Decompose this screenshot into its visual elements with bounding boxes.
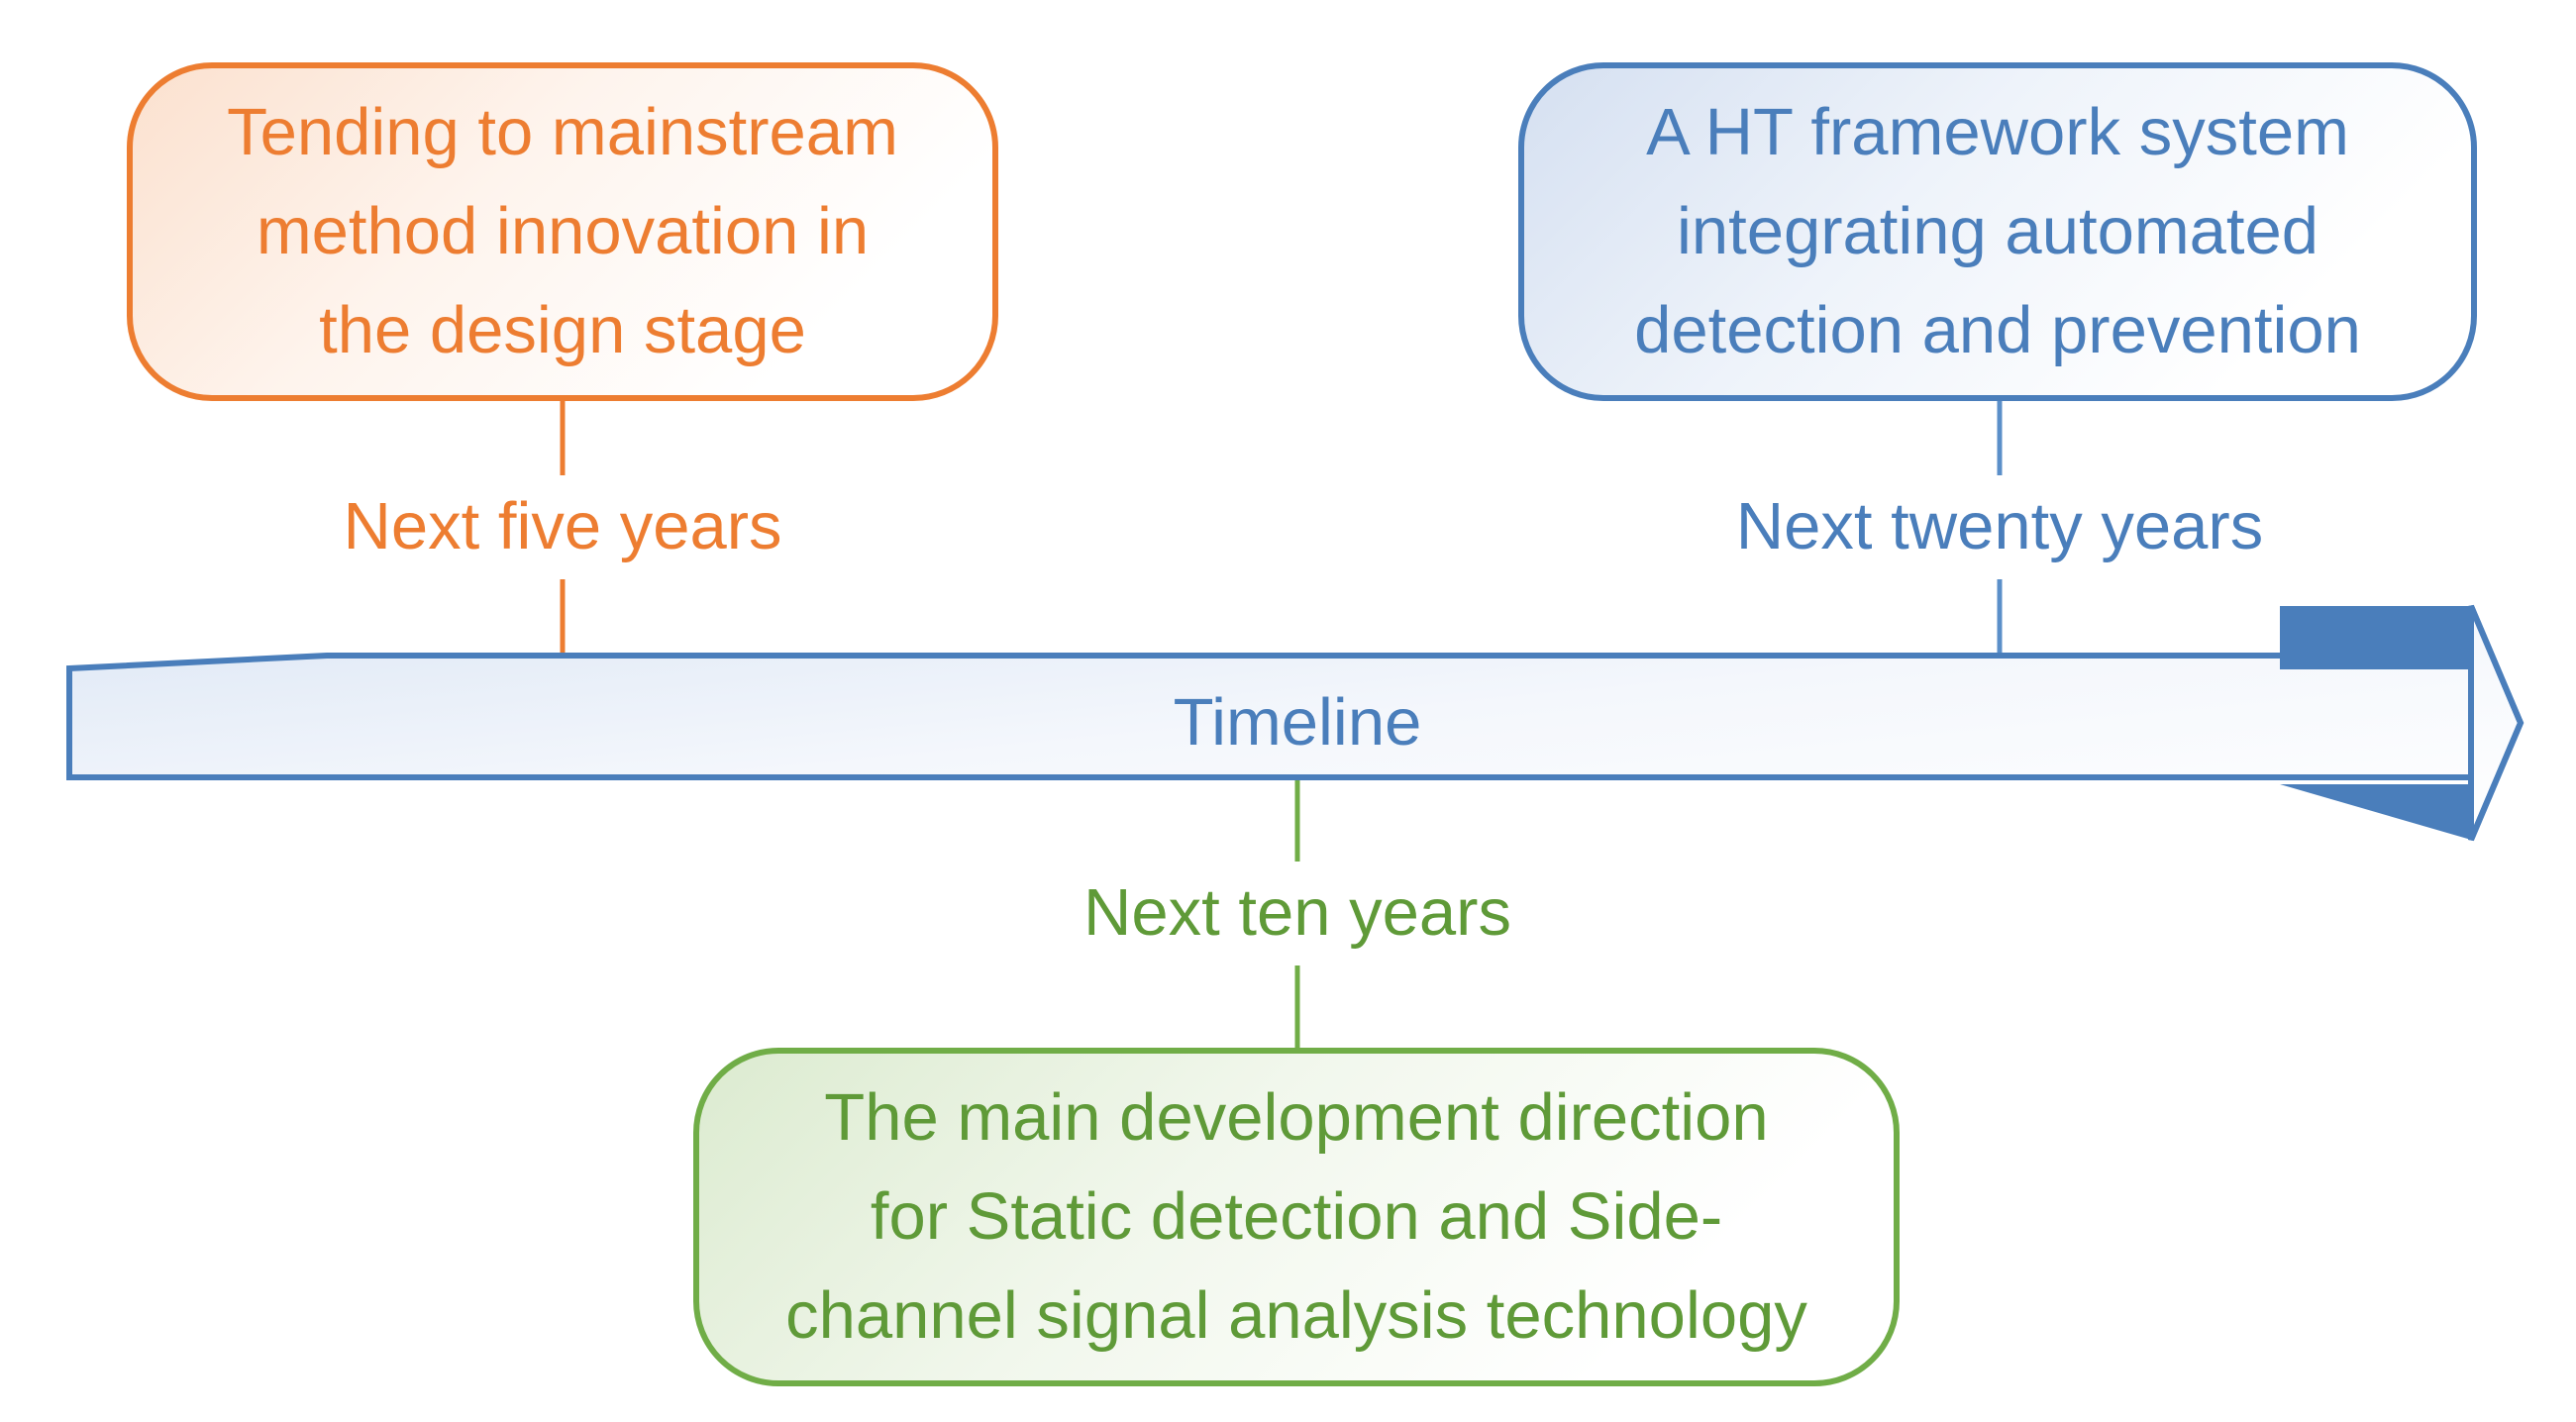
milestone-text-line: channel signal analysis technology bbox=[785, 1278, 1807, 1353]
period-label-five-years: Next five years bbox=[333, 487, 792, 566]
milestone-text-line: integrating automated bbox=[1676, 194, 2319, 268]
timeline-arrow bbox=[66, 604, 2524, 842]
milestone-box-twenty-years: A HT framework system integrating automa… bbox=[1518, 62, 2477, 401]
period-label-twenty-years: Next twenty years bbox=[1725, 487, 2274, 566]
milestone-text-line: The main development direction bbox=[824, 1080, 1769, 1155]
milestone-text-line: for Static detection and Side- bbox=[870, 1179, 1723, 1254]
milestone-box-ten-years: The main development direction for Stati… bbox=[693, 1048, 1900, 1386]
milestone-text-line: A HT framework system bbox=[1646, 95, 2349, 169]
milestone-text-line: detection and prevention bbox=[1634, 293, 2361, 367]
milestone-box-five-years: Tending to mainstream method innovation … bbox=[127, 62, 998, 401]
timeline-arrow-head-shade-bottom bbox=[2280, 784, 2471, 840]
timeline-arrow-head-tip bbox=[2468, 604, 2524, 842]
milestone-text-line: the design stage bbox=[319, 293, 806, 367]
milestone-text-line: Tending to mainstream bbox=[227, 95, 898, 169]
milestone-text-line: method innovation in bbox=[256, 194, 870, 268]
timeline-arrow-head-shade-top bbox=[2280, 606, 2471, 669]
period-label-ten-years: Next ten years bbox=[1074, 873, 1521, 953]
timeline-label: Timeline bbox=[1173, 685, 1422, 760]
